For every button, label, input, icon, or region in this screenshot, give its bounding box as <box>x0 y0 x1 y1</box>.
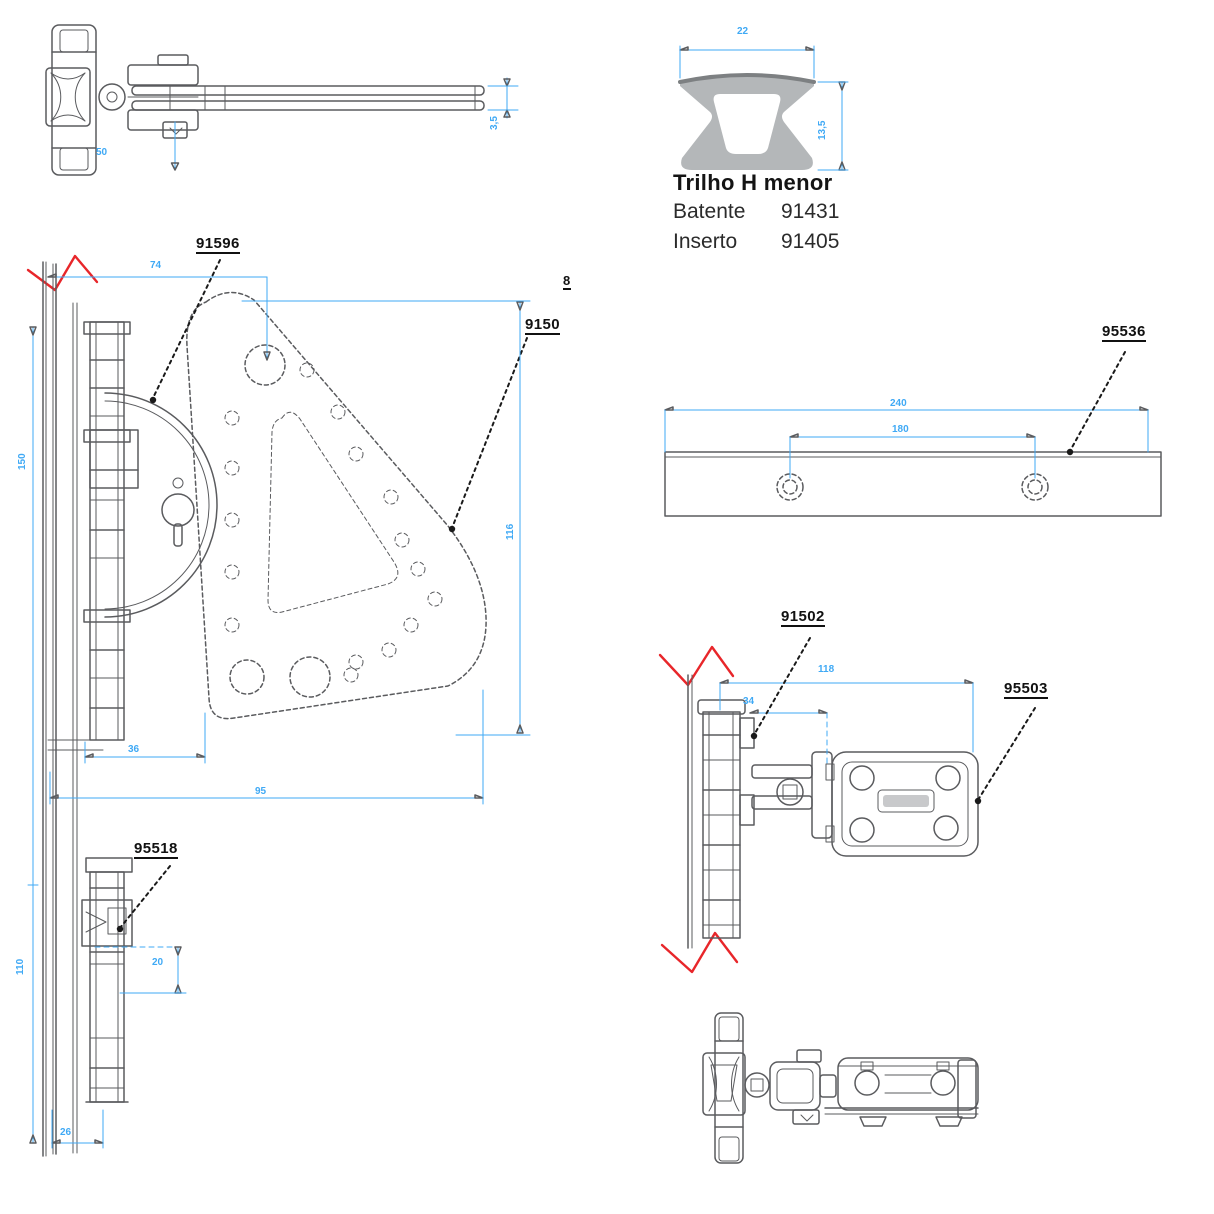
hinge-cup <box>702 1052 746 1116</box>
pivot <box>98 83 126 111</box>
hinge-top-view-drawing <box>45 24 519 176</box>
plate-top-view <box>824 1057 979 1127</box>
rail-profile-slot <box>713 94 781 154</box>
bar-holes <box>776 473 1049 501</box>
part-label-bar: 95536 <box>1102 323 1146 342</box>
part-label-note: 8 <box>563 273 571 290</box>
dim-top-view-offset: 50 <box>96 147 108 158</box>
hinge-column <box>83 321 139 741</box>
break-mark <box>658 645 735 687</box>
leader-lines <box>116 259 528 933</box>
front-view-drawing <box>26 254 531 1157</box>
hinge-link <box>769 1049 837 1125</box>
hinge-cup <box>45 67 91 127</box>
assembly-top-view-drawing <box>702 1012 979 1164</box>
dim-front-top-offset: 74 <box>150 260 162 271</box>
part-label-clamp: 95518 <box>134 840 178 859</box>
bar-body <box>664 451 1162 517</box>
dim-top-view-thickness: 3,5 <box>489 116 500 130</box>
pivot <box>744 1072 770 1098</box>
dim-front-height-upper: 150 <box>17 453 28 470</box>
dim-plate-height: 116 <box>505 523 516 540</box>
leader-lines <box>1066 351 1126 456</box>
hinge-arm-bracket <box>127 54 199 139</box>
mounting-plate <box>714 1012 744 1164</box>
side-assembly-drawing <box>658 637 1036 974</box>
profile-spec-table: Batente 91431 Inserto 91405 <box>673 200 839 253</box>
dimension-lines <box>664 406 1149 479</box>
slide-rails <box>131 85 485 111</box>
hinge-arm <box>739 717 833 839</box>
part-label-side-plate: 95503 <box>1004 680 1048 699</box>
bar-view-drawing <box>664 351 1162 517</box>
leader-lines <box>750 637 1036 805</box>
break-mark <box>26 254 99 292</box>
dim-plate-offset: 36 <box>128 744 140 755</box>
spec-code: 91405 <box>781 230 840 254</box>
rail-clamp <box>81 857 133 1103</box>
spec-name: Inserto <box>673 230 738 254</box>
profile-title: Trilho H menor <box>673 170 833 195</box>
dimension-lines <box>719 679 974 766</box>
key-slot <box>161 477 195 547</box>
dim-clamp-spacing: 20 <box>152 957 164 968</box>
dim-bar-holes: 180 <box>892 424 909 435</box>
break-mark <box>660 931 739 974</box>
mounting-plate-outline <box>186 291 487 720</box>
dim-rail-width: 22 <box>737 26 749 37</box>
dimension-lines <box>170 77 519 171</box>
dim-rail-height: 13,5 <box>817 120 828 140</box>
spec-name: Batente <box>673 200 746 223</box>
dim-side-overall: 118 <box>818 664 835 675</box>
dim-front-height-lower: 110 <box>15 958 26 975</box>
part-label-plate: 9150 <box>525 316 560 335</box>
dimension-lines <box>679 45 849 171</box>
dim-plate-width: 95 <box>255 786 267 797</box>
mounting-plate <box>51 24 97 176</box>
hinge-body-arc <box>104 392 218 618</box>
dimension-lines <box>27 273 531 1149</box>
brand-stamp <box>883 795 929 807</box>
dim-foot: 26 <box>60 1127 72 1138</box>
spec-code: 91431 <box>781 200 840 223</box>
dim-side-cup: 34 <box>743 696 755 707</box>
part-label-side-hinge: 91502 <box>781 608 825 627</box>
part-label-hinge: 91596 <box>196 235 240 254</box>
mounting-plate <box>825 751 979 857</box>
vertical-rail <box>687 674 746 949</box>
dim-bar-outer: 240 <box>890 398 907 409</box>
vertical-rail <box>42 261 104 1157</box>
rail-profile-drawing <box>678 45 849 171</box>
